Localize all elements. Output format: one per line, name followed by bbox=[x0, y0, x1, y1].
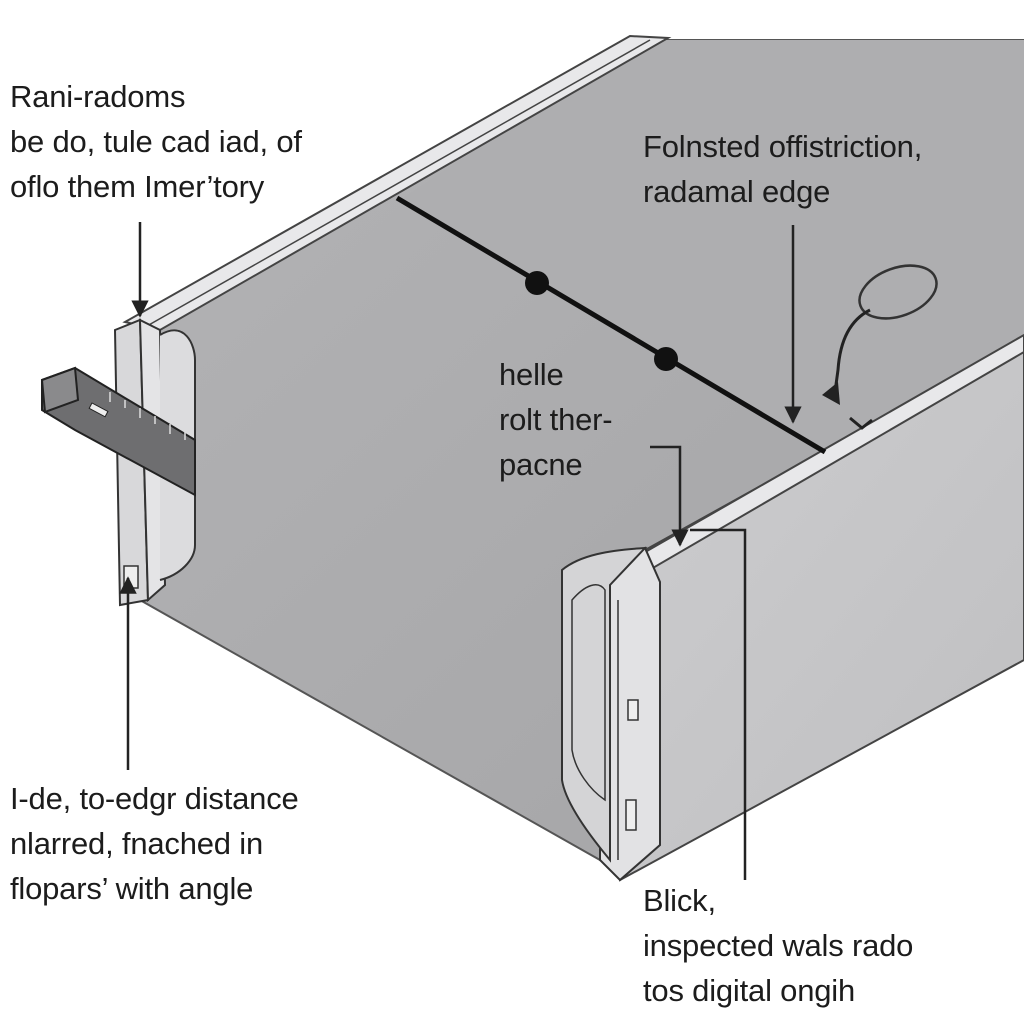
leader-bottom-right bbox=[690, 528, 747, 880]
annotation-line: oflo them Imer’tory bbox=[10, 169, 265, 204]
annotation-line: rolt ther- bbox=[499, 402, 613, 437]
hook-icon bbox=[822, 264, 938, 430]
ruler-icon bbox=[40, 366, 196, 497]
measure-point-1 bbox=[525, 271, 549, 295]
measurement-line bbox=[395, 195, 827, 455]
annotation-top-right: Folnsted offistriction, radamal edge bbox=[643, 124, 922, 214]
annotation-bottom-left: I-de, to-edgr distance nlarred, fnached … bbox=[10, 776, 299, 911]
tray-back-panel bbox=[400, 40, 1024, 450]
annotation-line: Blick, bbox=[643, 883, 716, 918]
annotation-line: radamal edge bbox=[643, 174, 831, 209]
annotation-line: I-de, to-edgr distance bbox=[10, 781, 299, 816]
tray-body bbox=[40, 34, 1024, 882]
annotation-line: nlarred, fnached in bbox=[10, 826, 263, 861]
leader-lines bbox=[119, 222, 802, 880]
measure-point-2 bbox=[654, 347, 678, 371]
annotation-line: Rani-radoms bbox=[10, 79, 186, 114]
arrow-center bbox=[650, 445, 689, 547]
annotation-line: pacne bbox=[499, 447, 583, 482]
annotation-bottom-right: Blick, inspected wals rado tos digital o… bbox=[643, 878, 913, 1013]
annotation-line: flopars’ with angle bbox=[10, 871, 254, 906]
right-end-bracket bbox=[561, 546, 661, 882]
annotation-center: helle rolt ther- pacne bbox=[499, 352, 613, 487]
annotation-line: inspected wals rado bbox=[643, 928, 914, 963]
annotation-top-left: Rani-radoms be do, tule cad iad, of oflo… bbox=[10, 74, 302, 209]
annotation-line: Folnsted offistriction, bbox=[643, 129, 923, 164]
annotation-line: tos digital ongih bbox=[643, 973, 856, 1008]
annotation-line: helle bbox=[499, 357, 564, 392]
annotation-line: be do, tule cad iad, of bbox=[10, 124, 302, 159]
